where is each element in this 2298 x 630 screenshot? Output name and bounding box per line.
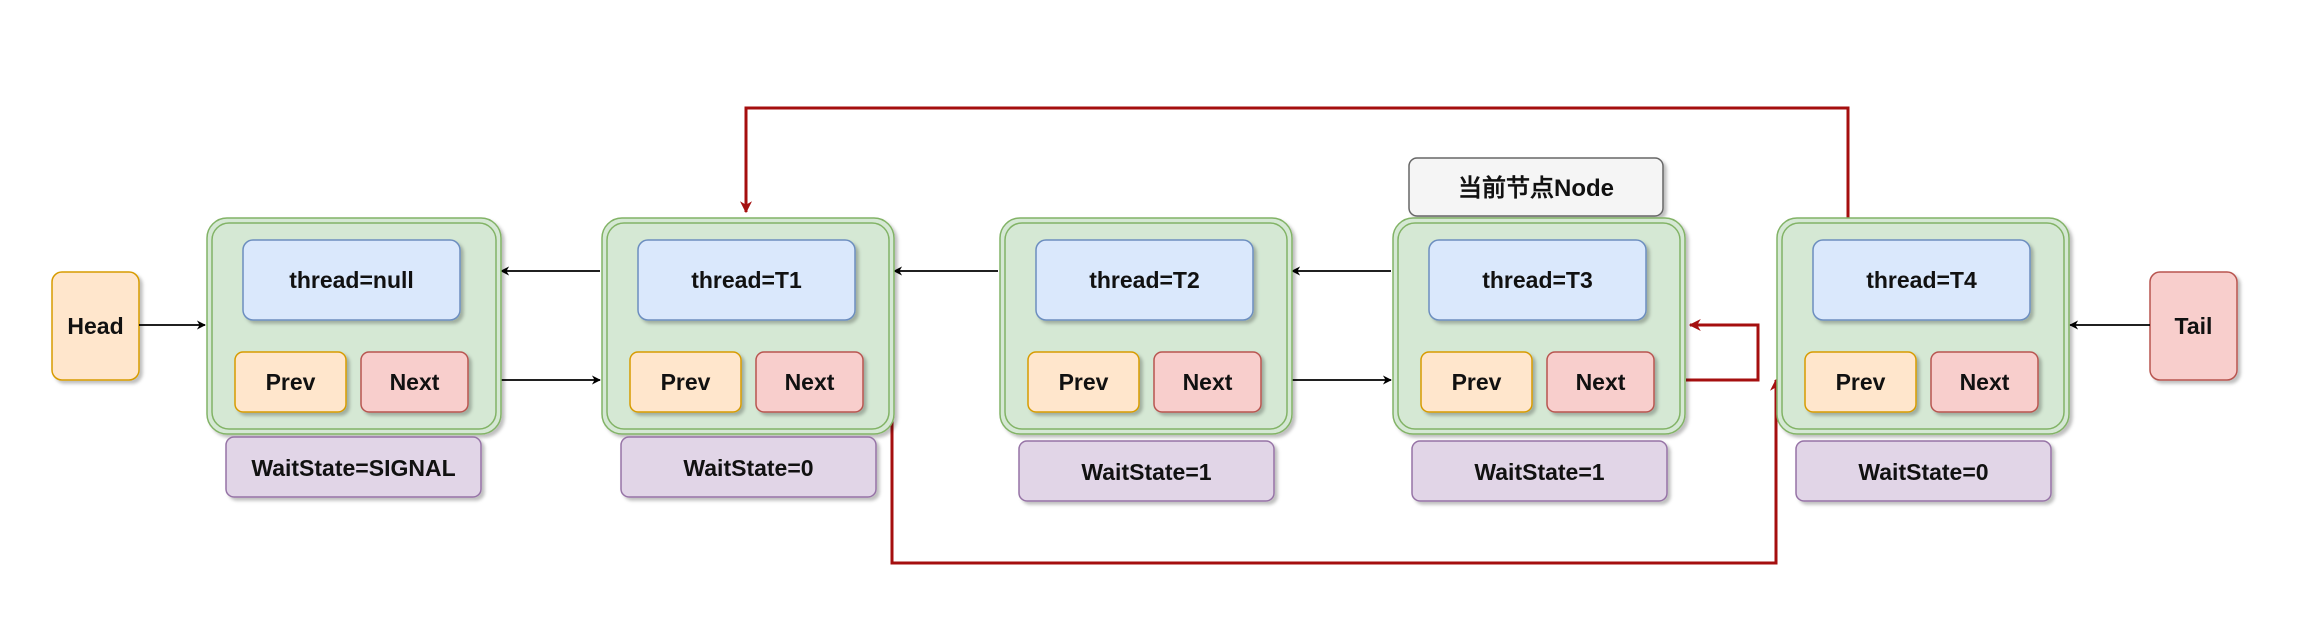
node-4-next: Next: [1960, 369, 2010, 395]
head-label: Head: [67, 313, 123, 339]
node-0: thread=null Prev Next: [206, 217, 502, 435]
node-2-waitstate-box: [1018, 440, 1275, 502]
node-4-prev: Prev: [1836, 369, 1886, 395]
node-4: thread=T4 Prev Next: [1776, 217, 2070, 435]
tail-box: [2149, 271, 2238, 381]
node-2-next: Next: [1183, 369, 1233, 395]
node-3-thread: thread=T3: [1482, 267, 1593, 293]
node-4-waitstate-box: [1795, 440, 2052, 502]
node-3-prev: Prev: [1452, 369, 1502, 395]
red-arrow-t4-to-t1: [740, 106, 1850, 218]
node-2-prev: Prev: [1059, 369, 1109, 395]
node-1-thread: thread=T1: [691, 267, 802, 293]
node-4-waitstate: WaitState=0: [1858, 459, 1988, 485]
node-1-next: Next: [785, 369, 835, 395]
red-arrow-t3-next-to-t3: [1686, 319, 1760, 382]
node-2-waitstate: WaitState=1: [1081, 459, 1211, 485]
node-0-prev: Prev: [266, 369, 316, 395]
current-node-label: 当前节点Node: [1458, 174, 1614, 202]
red-arrow-t1-to-t4: [890, 378, 1782, 565]
node-1-waitstate-box: [620, 436, 877, 498]
node-1-waitstate: WaitState=0: [683, 455, 813, 481]
head-box: [51, 271, 140, 381]
node-4-thread: thread=T4: [1866, 267, 1977, 293]
node-2: thread=T2 Prev Next: [999, 217, 1293, 435]
node-1: thread=T1 Prev Next: [601, 217, 895, 435]
node-3-waitstate-box: [1411, 440, 1668, 502]
node-0-next: Next: [390, 369, 440, 395]
node-3-next: Next: [1576, 369, 1626, 395]
tail-label: Tail: [2175, 313, 2213, 339]
node-2-thread: thread=T2: [1089, 267, 1200, 293]
node-0-waitstate: WaitState=SIGNAL: [251, 455, 455, 481]
node-0-thread: thread=null: [289, 267, 414, 293]
node-3-waitstate: WaitState=1: [1474, 459, 1604, 485]
node-3: thread=T3 Prev Next: [1392, 217, 1686, 435]
current-node-label-box: [1408, 157, 1664, 217]
node-1-prev: Prev: [661, 369, 711, 395]
node-0-waitstate-box: [225, 436, 482, 498]
